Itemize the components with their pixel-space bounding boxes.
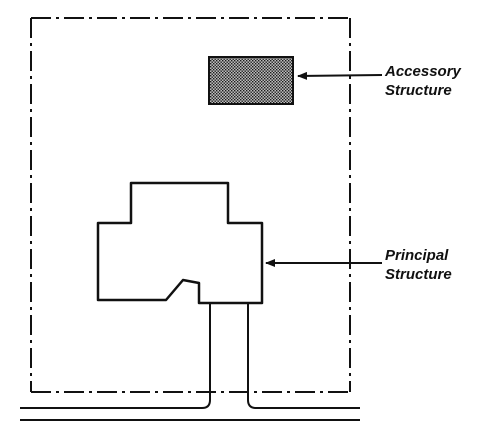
accessory-arrow — [297, 71, 383, 80]
principal-structure-label: Principal Structure — [385, 246, 452, 284]
lot-boundary — [30, 17, 351, 393]
principal-structure — [96, 181, 264, 305]
accessory-label-line2: Structure — [385, 82, 452, 99]
driveway-right-edge — [247, 303, 360, 409]
accessory-label-line1: Accessory — [385, 63, 461, 80]
principal-label-line2: Structure — [385, 266, 452, 283]
accessory-structure-label: Accessory Structure — [385, 62, 461, 100]
principal-label-line1: Principal — [385, 247, 449, 264]
accessory-structure — [208, 56, 294, 105]
driveway — [20, 303, 360, 409]
driveway-left-edge — [20, 303, 211, 409]
